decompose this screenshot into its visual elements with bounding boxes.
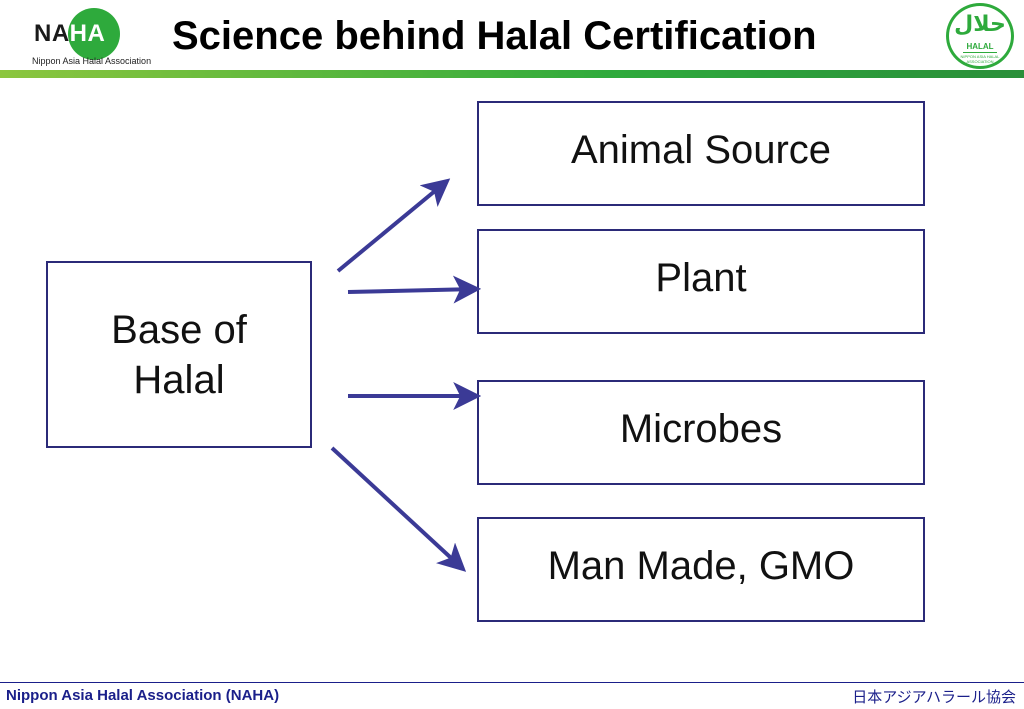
- logo-na: NA: [34, 20, 70, 47]
- seal-small-text: NIPPON ASIA HALAL ASSOCIATION: [960, 54, 1000, 64]
- footer-rule: [0, 682, 1024, 683]
- man-made-gmo-label: Man Made, GMO: [547, 543, 855, 588]
- logo-wordmark: NAHA: [34, 20, 105, 48]
- logo-ha: HA: [69, 20, 106, 47]
- base-line-1: Base of: [111, 307, 247, 352]
- footer-japanese-name: 日本アジアハラール協会: [852, 688, 1016, 706]
- naha-logo: NAHA Nippon Asia Halal Association: [24, 6, 152, 68]
- microbes-label: Microbes: [619, 406, 783, 451]
- seal-english-text: HALAL: [966, 42, 994, 51]
- arrow-to-man-made-gmo: [330, 446, 467, 572]
- slide-header: NAHA Nippon Asia Halal Association Scien…: [0, 0, 1024, 80]
- arrow-to-plant: [347, 275, 482, 304]
- base-line-2: Halal: [133, 357, 225, 402]
- footer-organization: Nippon Asia Halal Association (NAHA): [6, 687, 280, 704]
- header-rule: [0, 70, 1024, 78]
- plant-box: Plant: [477, 229, 925, 334]
- slide-title: Science behind Halal Certification: [172, 14, 817, 58]
- animal-source-box: Animal Source: [477, 101, 925, 206]
- microbes-box: Microbes: [477, 380, 925, 485]
- man-made-gmo-box: Man Made, GMO: [477, 517, 925, 622]
- base-of-halal-box: Base of Halal: [46, 261, 312, 448]
- logo-circle: [68, 8, 120, 60]
- logo-subtitle: Nippon Asia Halal Association: [32, 56, 152, 66]
- seal-arabic-text: حلال: [954, 12, 1006, 37]
- halal-seal-logo: حلال HALAL NIPPON ASIA HALAL ASSOCIATION: [946, 3, 1014, 69]
- arrow-to-animal-source: [336, 178, 451, 273]
- seal-divider: [963, 52, 997, 53]
- plant-label: Plant: [655, 255, 747, 300]
- animal-source-label: Animal Source: [570, 127, 832, 172]
